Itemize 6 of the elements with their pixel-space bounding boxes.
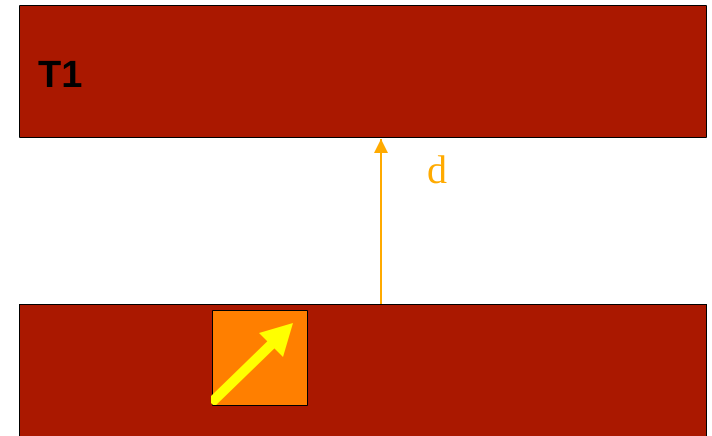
edge-label: d [427,150,447,190]
bar-label: T1 [38,56,82,94]
square-panel [212,310,308,406]
band [19,304,707,436]
title-bar [19,5,707,138]
arrow [374,139,388,304]
